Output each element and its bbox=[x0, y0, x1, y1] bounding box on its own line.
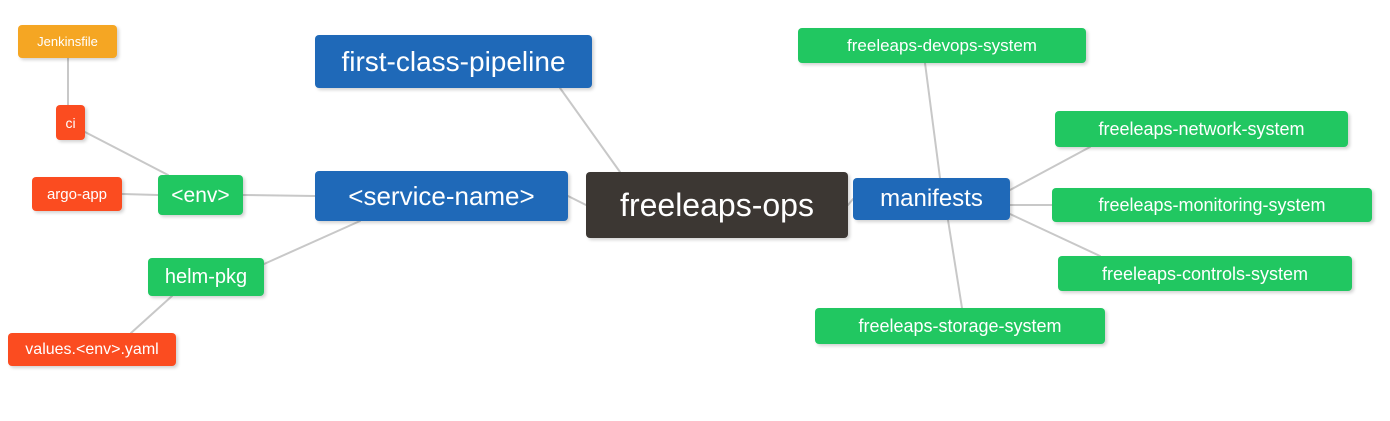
node-ci[interactable]: ci bbox=[56, 105, 85, 140]
edge-manifests-to-devops-system bbox=[924, 62, 941, 179]
edge-env-to-ci bbox=[84, 131, 169, 176]
node-monitoring-system[interactable]: freeleaps-monitoring-system bbox=[1052, 188, 1372, 222]
node-label-first-class-pipeline: first-class-pipeline bbox=[341, 45, 566, 77]
edge-freeleaps-ops-to-service-name bbox=[567, 195, 587, 206]
node-label-argo-app: argo-app bbox=[46, 185, 108, 203]
node-label-freeleaps-ops: freeleaps-ops bbox=[620, 187, 814, 223]
node-first-class-pipeline[interactable]: first-class-pipeline bbox=[315, 35, 592, 88]
node-storage-system[interactable]: freeleaps-storage-system bbox=[815, 308, 1105, 344]
node-env[interactable]: <env> bbox=[158, 175, 243, 215]
node-label-ci: ci bbox=[65, 114, 76, 131]
edge-manifests-to-network-system bbox=[1009, 146, 1091, 191]
node-label-env: <env> bbox=[171, 183, 230, 207]
node-label-monitoring-system: freeleaps-monitoring-system bbox=[1098, 195, 1326, 215]
node-network-system[interactable]: freeleaps-network-system bbox=[1055, 111, 1348, 147]
edge-freeleaps-ops-to-manifests bbox=[847, 198, 854, 206]
edge-freeleaps-ops-to-first-class-pipeline bbox=[559, 87, 621, 173]
node-label-jenkinsfile: Jenkinsfile bbox=[37, 34, 98, 49]
edge-helm-pkg-to-values-yaml bbox=[130, 295, 173, 334]
edge-manifests-to-controls-system bbox=[1009, 213, 1101, 257]
edge-env-to-argo-app bbox=[121, 193, 159, 196]
node-label-service-name: <service-name> bbox=[348, 181, 535, 211]
node-controls-system[interactable]: freeleaps-controls-system bbox=[1058, 256, 1352, 291]
node-label-storage-system: freeleaps-storage-system bbox=[858, 316, 1062, 336]
node-manifests[interactable]: manifests bbox=[853, 178, 1010, 220]
node-jenkinsfile[interactable]: Jenkinsfile bbox=[18, 25, 117, 58]
edge-service-name-to-env bbox=[242, 194, 316, 197]
edge-manifests-to-storage-system bbox=[947, 219, 963, 309]
node-label-controls-system: freeleaps-controls-system bbox=[1101, 263, 1309, 284]
node-freeleaps-ops[interactable]: freeleaps-ops bbox=[586, 172, 848, 238]
node-label-values-yaml: values.<env>.yaml bbox=[25, 340, 159, 358]
node-argo-app[interactable]: argo-app bbox=[32, 177, 122, 211]
node-helm-pkg[interactable]: helm-pkg bbox=[148, 258, 264, 296]
node-label-manifests: manifests bbox=[880, 185, 983, 212]
edge-service-name-to-helm-pkg bbox=[263, 220, 361, 265]
node-label-network-system: freeleaps-network-system bbox=[1098, 119, 1305, 139]
node-values-yaml[interactable]: values.<env>.yaml bbox=[8, 333, 176, 366]
node-label-helm-pkg: helm-pkg bbox=[164, 266, 248, 288]
node-service-name[interactable]: <service-name> bbox=[315, 171, 568, 221]
node-devops-system[interactable]: freeleaps-devops-system bbox=[798, 28, 1086, 63]
node-label-devops-system: freeleaps-devops-system bbox=[847, 36, 1037, 55]
